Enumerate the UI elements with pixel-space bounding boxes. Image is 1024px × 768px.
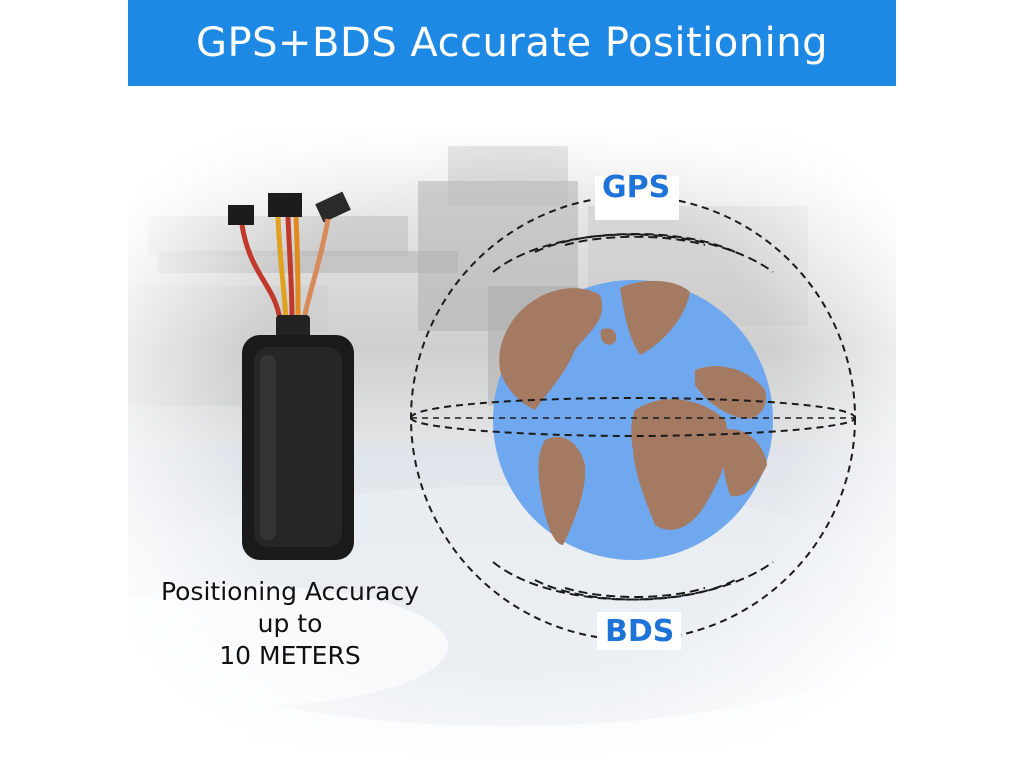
gps-label: GPS [602, 170, 671, 205]
banner-title: GPS+BDS Accurate Positioning [196, 20, 828, 66]
gps-tracker-device [228, 191, 354, 560]
connector-left [228, 205, 254, 225]
connector-middle [268, 193, 302, 217]
accuracy-caption: Positioning Accuracy up to 10 METERS [150, 576, 430, 672]
continents [499, 280, 767, 545]
caption-line-2: up to [257, 609, 323, 638]
globe-illustration [410, 176, 856, 650]
bds-label: BDS [605, 614, 675, 649]
caption-line-1: Positioning Accuracy [160, 577, 420, 606]
connector-right [315, 191, 351, 223]
title-banner: GPS+BDS Accurate Positioning [128, 0, 896, 86]
caption-line-3: 10 METERS [219, 641, 361, 670]
